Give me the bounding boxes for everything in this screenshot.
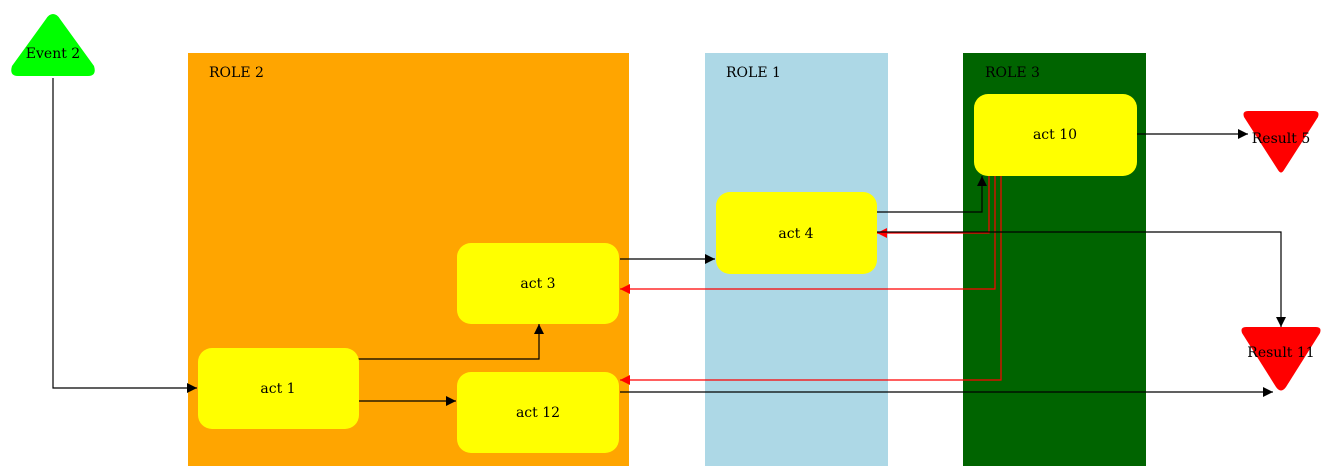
lane-label-role2: ROLE 2	[209, 65, 264, 81]
edges	[52, 78, 1286, 406]
act-4-label: act 4	[778, 226, 813, 242]
edge-act4-act10	[877, 176, 987, 213]
result-11-label: Result 11	[1247, 345, 1314, 361]
act-12-label: act 12	[516, 405, 560, 421]
edge-act10-act4	[877, 176, 990, 238]
act-10-node[interactable]: act 10	[974, 94, 1137, 176]
edge-act1-act3	[358, 324, 544, 360]
act-3-label: act 3	[520, 276, 555, 292]
act-1-label: act 1	[260, 381, 295, 397]
edge-act4-result11	[877, 231, 1286, 327]
act-12-node[interactable]: act 12	[457, 372, 619, 453]
result-11-node[interactable]: Result 11	[1241, 327, 1321, 391]
event-2-node[interactable]: Event 2	[11, 14, 95, 76]
result-5-label: Result 5	[1252, 131, 1311, 147]
act-3-node[interactable]: act 3	[457, 243, 619, 324]
edge-event2-act1	[52, 78, 197, 393]
event-2-label: Event 2	[26, 46, 80, 62]
edge-act10-act12	[620, 176, 1002, 385]
act-10-label: act 10	[1033, 127, 1077, 143]
lane-label-role3: ROLE 3	[985, 65, 1040, 81]
act-4-node[interactable]: act 4	[716, 192, 877, 274]
result-5-node[interactable]: Result 5	[1243, 111, 1319, 173]
act-1-node[interactable]: act 1	[198, 348, 359, 429]
lane-label-role1: ROLE 1	[726, 65, 781, 81]
edge-act10-act3	[620, 176, 996, 294]
